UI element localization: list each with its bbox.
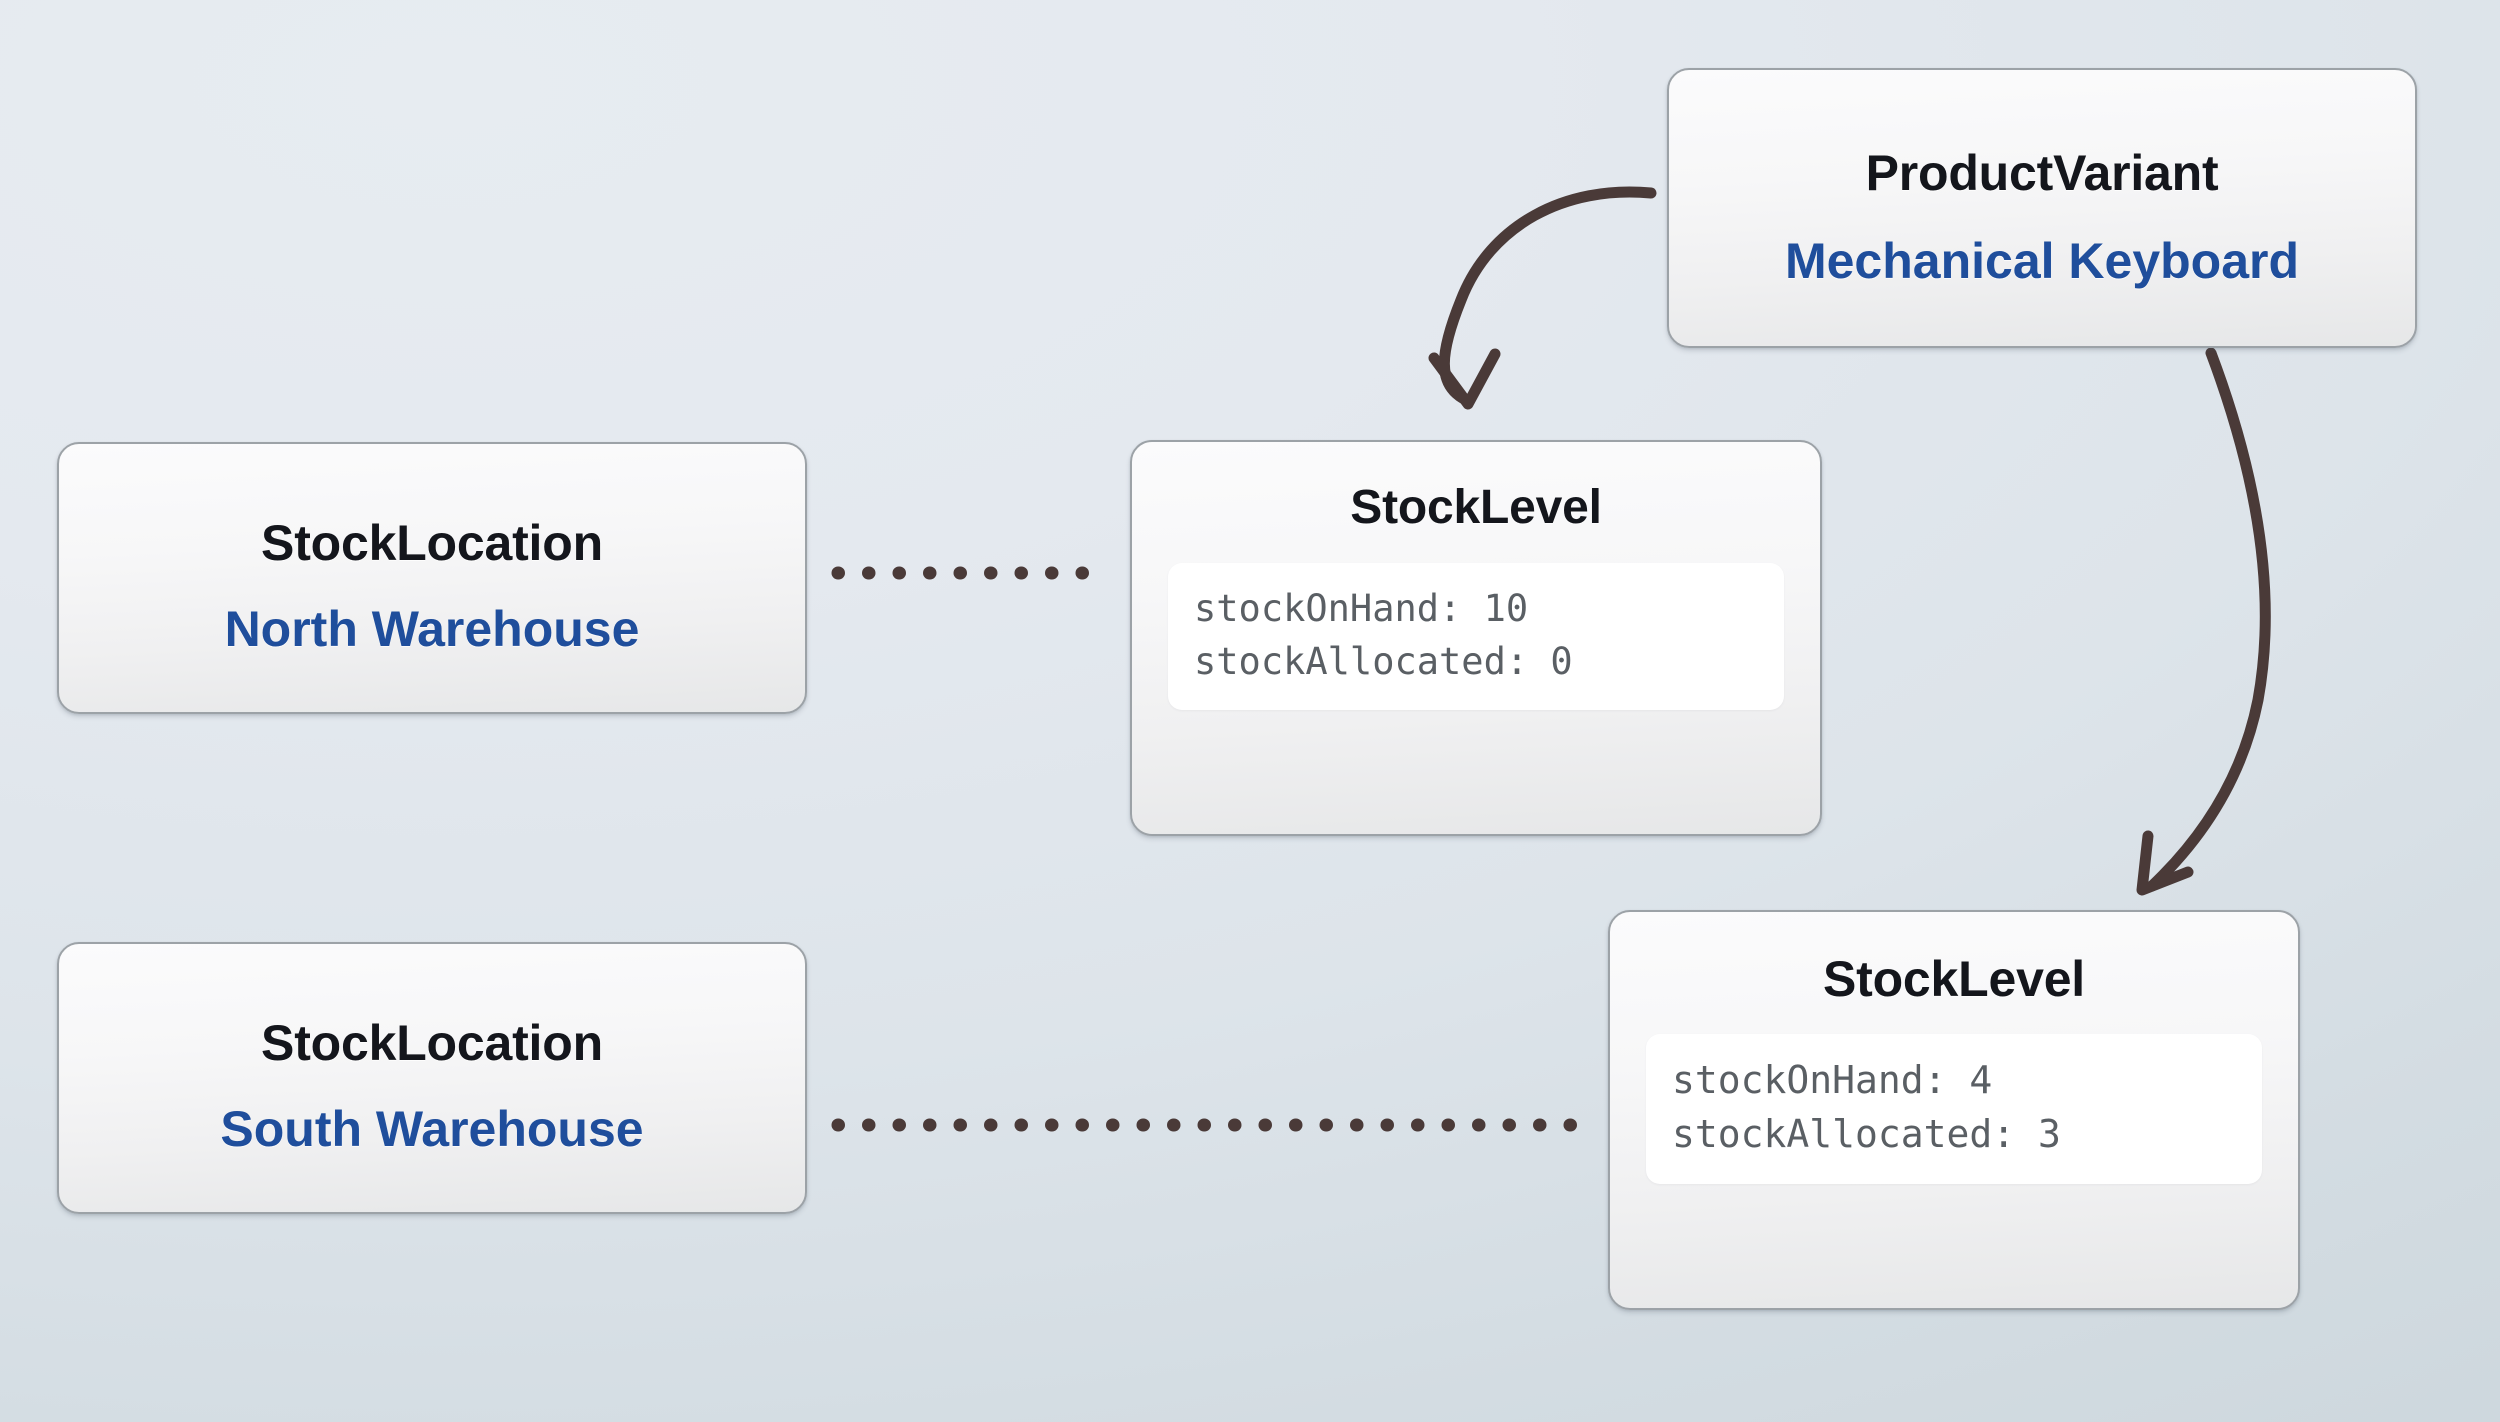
edge-variant-to-level-south bbox=[2136, 347, 2271, 896]
node-title: ProductVariant bbox=[1865, 144, 2219, 201]
node-subtitle: Mechanical Keyboard bbox=[1784, 233, 2300, 289]
node-stocklocation-south[interactable]: StockLocation South Warehouse bbox=[57, 942, 807, 1214]
node-title: StockLocation bbox=[261, 514, 603, 571]
attribute-panel: stockOnHand: 4 stockAllocated: 3 bbox=[1646, 1034, 2262, 1184]
node-stocklevel-north[interactable]: StockLevel stockOnHand: 10 stockAllocate… bbox=[1130, 440, 1822, 836]
node-title: StockLevel bbox=[1822, 951, 2085, 1007]
node-title: StockLocation bbox=[261, 1014, 603, 1071]
attribute-row: stockOnHand: 4 bbox=[1672, 1058, 1993, 1102]
attribute-row: stockAllocated: 0 bbox=[1194, 639, 1573, 683]
node-stocklocation-north[interactable]: StockLocation North Warehouse bbox=[57, 442, 807, 714]
node-title: StockLevel bbox=[1350, 481, 1602, 534]
node-subtitle: South Warehouse bbox=[220, 1101, 644, 1157]
attribute-row: stockAllocated: 3 bbox=[1672, 1111, 2061, 1156]
attribute-row: stockOnHand: 10 bbox=[1194, 587, 1529, 630]
node-product-variant[interactable]: ProductVariant Mechanical Keyboard bbox=[1667, 68, 2417, 348]
node-stocklevel-south[interactable]: StockLevel stockOnHand: 4 stockAllocated… bbox=[1608, 910, 2300, 1310]
node-subtitle: North Warehouse bbox=[224, 601, 640, 657]
attribute-panel: stockOnHand: 10 stockAllocated: 0 bbox=[1168, 563, 1784, 711]
edge-variant-to-level-north bbox=[1428, 186, 1657, 410]
